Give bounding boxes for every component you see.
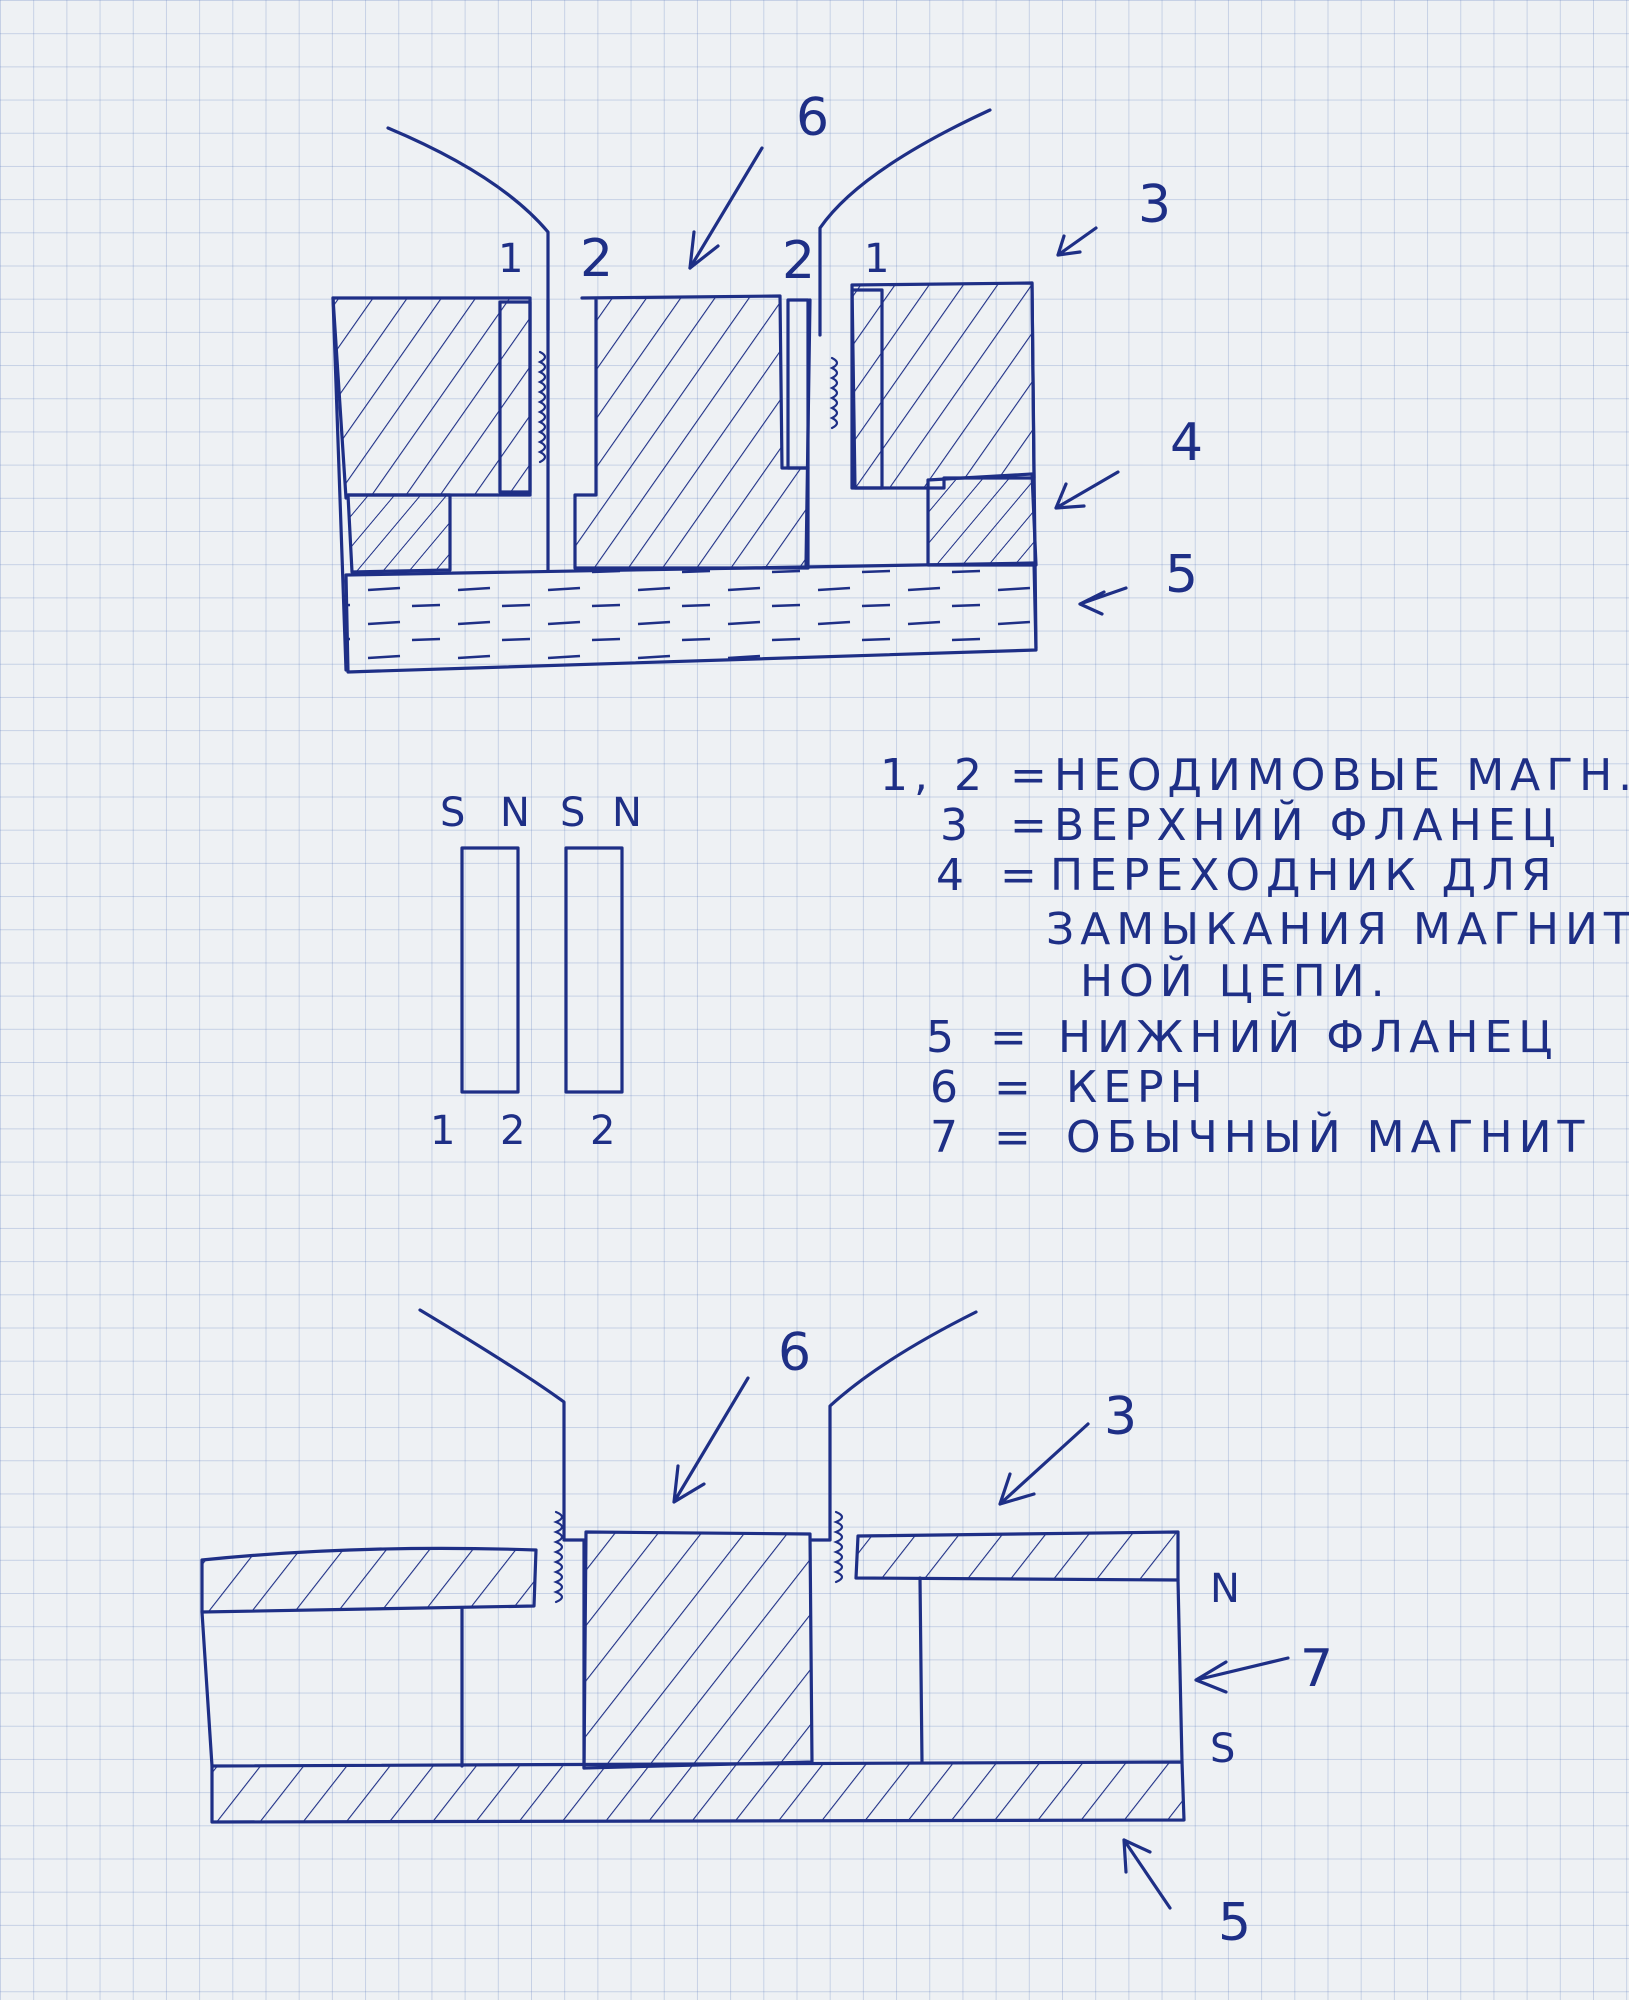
bottom-label-N: N <box>1210 1566 1240 1612</box>
legend-text: НЕОДИМОВЫЕ МАГН. <box>1054 750 1629 801</box>
magnet7-left-outer <box>200 1610 214 1768</box>
bottom-arrow-6 <box>672 1376 750 1504</box>
top-arrow-6 <box>688 146 764 270</box>
pole-n-2: N <box>612 790 642 836</box>
legend-key: 7 <box>930 1112 964 1163</box>
legend-key: 6 <box>930 1062 964 1113</box>
legend-row: НОЙ ЦЕПИ. <box>1080 954 1391 1007</box>
top-left-coil <box>537 350 547 464</box>
pole-s-1: S <box>440 790 465 836</box>
legend-row: ЗАМЫКАНИЯ МАГНИТ- <box>1046 904 1629 955</box>
frame-left-edge <box>331 296 348 672</box>
magnet-bottom-label-3: 2 <box>590 1108 615 1154</box>
magnet-1-right <box>850 288 884 490</box>
bottom-upper-flange-left <box>200 1546 538 1614</box>
bottom-right-wire <box>810 1310 978 1542</box>
top-label-1-right: 1 <box>864 236 889 282</box>
legend-row: 5 = НИЖНИЙ ФЛАНЕЦ <box>926 1010 1558 1063</box>
top-label-1-left: 1 <box>498 236 523 282</box>
legend-text: НИЖНИЙ ФЛАНЕЦ <box>1058 1010 1558 1063</box>
legend-text: КЕРН <box>1066 1062 1209 1113</box>
magnet7-right-inner <box>918 1576 924 1764</box>
legend-key: 4 <box>936 850 970 901</box>
top-right-wire <box>818 108 992 337</box>
legend-sep: = <box>994 1112 1037 1163</box>
bottom-left-wire <box>418 1308 586 1770</box>
top-left-adapter <box>346 493 452 574</box>
legend-text: ВЕРХНИЙ ФЛАНЕЦ <box>1054 798 1562 851</box>
bottom-cross-section: 6 3 N 7 S 5 <box>200 1308 1333 1953</box>
bottom-right-coil <box>833 1510 844 1584</box>
top-label-2-right: 2 <box>782 231 815 291</box>
top-label-4: 4 <box>1170 413 1203 473</box>
top-label-3: 3 <box>1138 175 1171 235</box>
magnet-2-center <box>786 298 810 470</box>
bottom-upper-flange-right <box>854 1530 1180 1582</box>
magnets-sketch: S N S N 1 2 2 <box>430 790 642 1154</box>
legend-key: 5 <box>926 1012 960 1063</box>
legend-sep: = <box>1010 800 1053 851</box>
bottom-left-coil <box>553 1510 564 1604</box>
legend: 1, 2 = НЕОДИМОВЫЕ МАГН. 3 = ВЕРХНИЙ ФЛАН… <box>880 750 1629 1163</box>
bottom-label-S: S <box>1210 1726 1235 1772</box>
legend-text: ОБЫЧНЫЙ МАГНИТ <box>1066 1110 1590 1163</box>
bottom-arrow-3 <box>998 1422 1090 1506</box>
top-label-6: 6 <box>796 88 829 148</box>
legend-sep: = <box>994 1062 1037 1113</box>
legend-row: 7 = ОБЫЧНЫЙ МАГНИТ <box>930 1110 1590 1163</box>
top-right-coil <box>829 356 839 430</box>
legend-row: 4 = ПЕРЕХОДНИК ДЛЯ <box>936 850 1558 901</box>
legend-sep: = <box>990 1012 1033 1063</box>
legend-row: 1, 2 = НЕОДИМОВЫЕ МАГН. <box>880 750 1629 801</box>
gap-wall-b <box>804 298 812 567</box>
top-left-wire <box>386 126 550 332</box>
top-right-flange-block <box>850 281 1036 490</box>
magnet7-right-outer <box>1176 1578 1184 1764</box>
legend-text: ПЕРЕХОДНИК ДЛЯ <box>1050 850 1558 901</box>
top-arrow-5 <box>1078 586 1128 616</box>
bottom-label-7: 7 <box>1300 1639 1333 1699</box>
bottom-label-3: 3 <box>1104 1387 1137 1447</box>
magnet-bottom-label-1: 1 <box>430 1108 455 1154</box>
legend-sep: = <box>1010 750 1053 801</box>
bottom-core <box>582 1530 814 1770</box>
bottom-lower-flange <box>210 1760 1186 1824</box>
top-arrow-6-head <box>688 230 720 270</box>
magnet-bottom-label-2: 2 <box>500 1108 525 1154</box>
top-arrow-4 <box>1054 470 1120 510</box>
top-center-core-block <box>573 294 810 570</box>
legend-sep: = <box>1000 850 1043 901</box>
legend-key: 3 <box>940 800 974 851</box>
top-label-2-left: 2 <box>580 229 613 289</box>
legend-row: 6 = КЕРН <box>930 1062 1209 1113</box>
pole-s-2: S <box>560 790 585 836</box>
bottom-arrow-5 <box>1122 1838 1172 1910</box>
bottom-label-5: 5 <box>1218 1893 1251 1953</box>
magnet-sketch-1 <box>460 846 520 1094</box>
bottom-label-6: 6 <box>778 1323 811 1383</box>
top-right-adapter <box>926 472 1038 567</box>
top-lower-flange <box>344 561 1038 674</box>
top-label-5: 5 <box>1165 545 1198 605</box>
legend-text: ЗАМЫКАНИЯ МАГНИТ- <box>1046 904 1629 955</box>
legend-row: 3 = ВЕРХНИЙ ФЛАНЕЦ <box>940 798 1562 851</box>
pole-n-1: N <box>500 790 530 836</box>
top-arrow-3 <box>1056 226 1098 257</box>
magnet-sketch-2 <box>564 846 624 1094</box>
legend-key: 1, 2 <box>880 750 988 801</box>
legend-text: НОЙ ЦЕПИ. <box>1080 954 1391 1007</box>
magnet-1-left <box>498 300 532 494</box>
top-cross-section: 1 2 2 1 6 3 4 5 <box>331 88 1203 674</box>
bottom-arrow-7 <box>1194 1656 1290 1694</box>
